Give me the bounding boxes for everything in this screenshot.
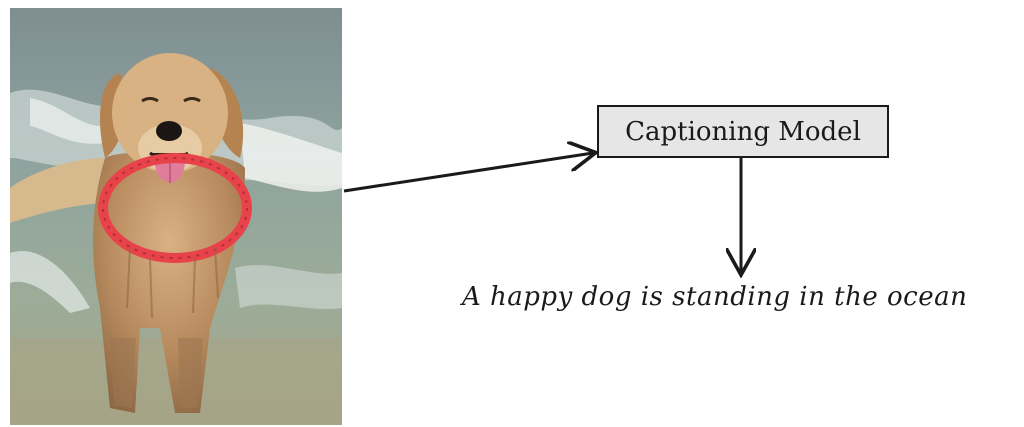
dog-photo — [10, 8, 342, 425]
image-to-model-arrow — [343, 153, 593, 193]
output-caption: A happy dog is standing in the ocean — [462, 282, 968, 312]
captioning-model-box: Captioning Model — [597, 105, 889, 158]
captioning-model-label: Captioning Model — [625, 116, 861, 147]
